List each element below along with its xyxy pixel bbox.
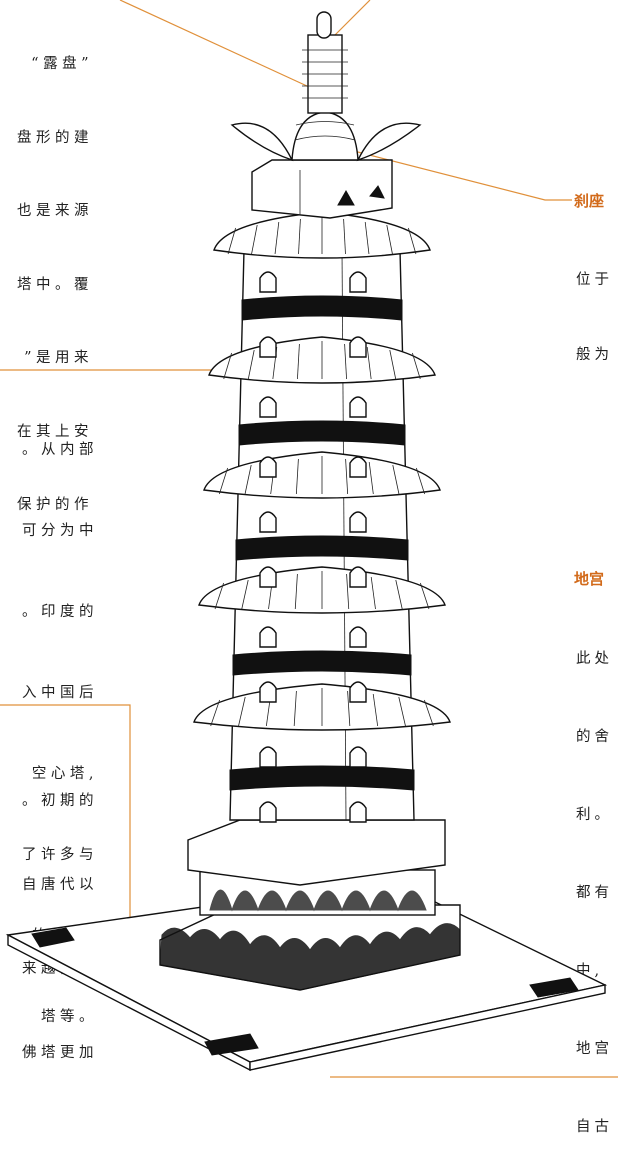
- spire: [230, 11, 422, 219]
- text-line: 佛塔更加: [22, 1045, 98, 1061]
- text-line: 。从内部: [22, 442, 98, 458]
- text-line: 入中国后: [22, 685, 98, 701]
- arch-window: [259, 511, 277, 533]
- leader-line-top-right: [329, 0, 371, 41]
- right-text-block-1: 位于 般为: [576, 218, 613, 393]
- text-line: 的舍: [576, 729, 613, 745]
- text-line: 盘形的建: [17, 129, 93, 146]
- text-line: “露盘”: [31, 56, 93, 72]
- text-line: 般为: [576, 347, 613, 363]
- arch-window: [259, 336, 277, 358]
- dark-band: [235, 535, 409, 561]
- text-line: 利。: [576, 807, 613, 823]
- right-heading-1: 刹座: [574, 192, 605, 210]
- dark-band: [238, 420, 406, 446]
- corner-stone: [529, 977, 579, 998]
- text-line: 塔中。覆: [17, 276, 93, 293]
- arch-window: [349, 681, 367, 703]
- arch-window: [259, 801, 277, 823]
- arch-window: [259, 626, 277, 648]
- arch-window: [349, 456, 367, 478]
- dark-band: [241, 295, 403, 321]
- corner-stone: [204, 1033, 259, 1056]
- arch-window: [259, 271, 277, 293]
- leader-lines: [0, 0, 618, 1078]
- arch-window: [259, 566, 277, 588]
- arch-window: [259, 681, 277, 703]
- text-line: 可分为中: [22, 523, 98, 539]
- top-text-block: “露盘” 盘形的建 也是来源 塔中。覆 ”是用来 在其上安 保护的作: [15, 3, 93, 542]
- corner-stone: [31, 927, 75, 948]
- text-line: 。初期的: [22, 793, 98, 809]
- arch-window: [349, 626, 367, 648]
- leader-line-lower: [0, 704, 131, 965]
- arch-window: [349, 566, 367, 588]
- text-line: 塔等。: [41, 1009, 98, 1025]
- arch-window: [349, 336, 367, 358]
- dark-band: [229, 765, 415, 791]
- text-line: 地宫: [576, 1041, 613, 1057]
- pagoda-illustration: [0, 0, 618, 1078]
- text-line: 空心塔,: [31, 766, 98, 782]
- text-line: 位于: [576, 272, 613, 288]
- text-line: 自古: [576, 1119, 613, 1135]
- text-line: 。印度的: [22, 604, 98, 620]
- arch-window: [349, 801, 367, 823]
- leader-line-zuo: [349, 149, 572, 201]
- text-line: 自唐代以: [22, 877, 98, 893]
- tower-body: [193, 211, 451, 823]
- arch-window: [259, 746, 277, 768]
- text-line: 在其上安: [17, 423, 93, 440]
- right-heading-2: 地宫: [574, 570, 605, 588]
- dark-band: [232, 650, 412, 676]
- text-line: 保护的作: [17, 497, 93, 513]
- arch-window: [349, 511, 367, 533]
- text-line: 此处: [576, 651, 613, 667]
- text-line: ”是用来: [24, 350, 93, 366]
- tower-shaft: [229, 249, 415, 821]
- arch-window: [349, 396, 367, 418]
- lotus-base: [159, 819, 461, 991]
- arch-window: [349, 746, 367, 768]
- text-line: 都有: [576, 885, 613, 901]
- text-line: 了许多与: [22, 847, 98, 863]
- text-line: 也是来源: [17, 203, 93, 219]
- arch-window: [259, 396, 277, 418]
- arch-window: [259, 456, 277, 478]
- leader-line-top-left: [119, 0, 321, 93]
- arch-window: [349, 271, 367, 293]
